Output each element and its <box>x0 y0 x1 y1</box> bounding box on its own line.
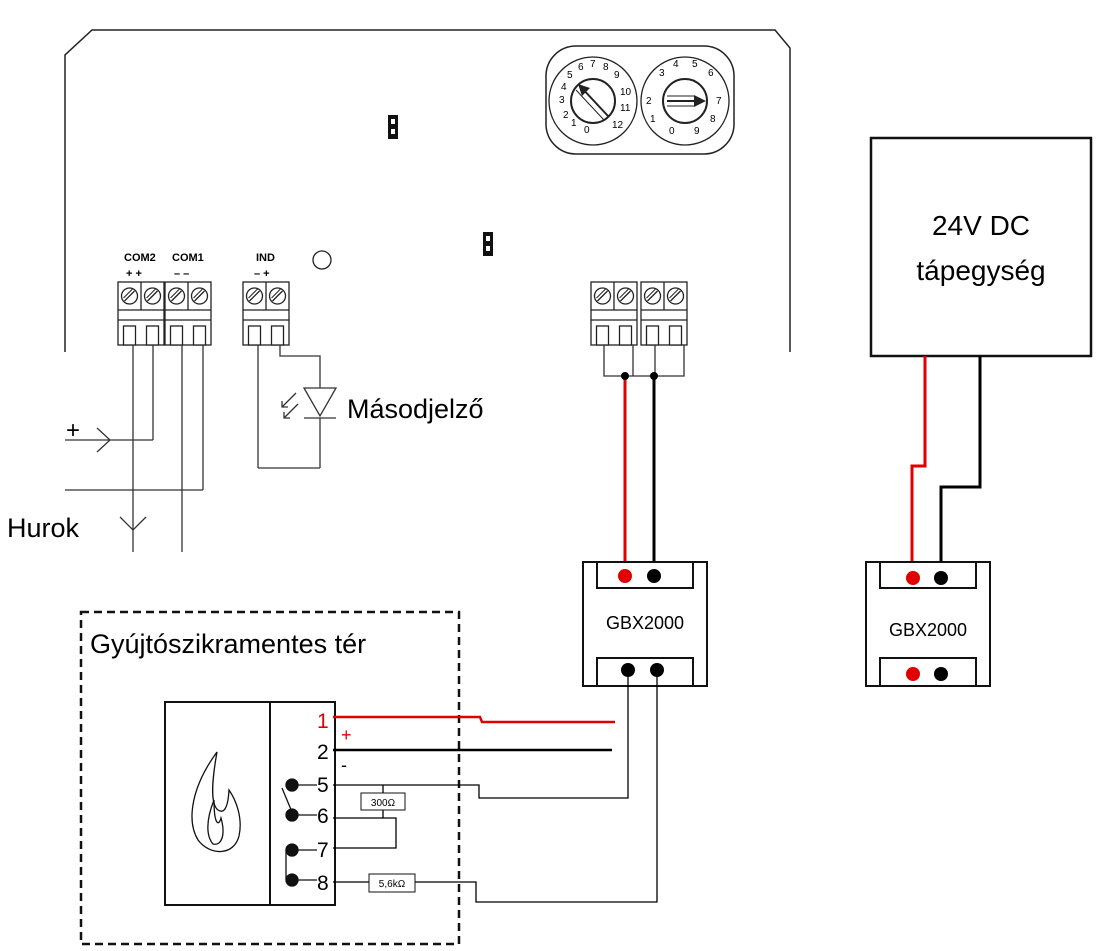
left-dial-6: 6 <box>578 62 584 73</box>
com1-polarity: – – <box>174 268 189 280</box>
resistor-300 <box>360 792 406 811</box>
terminal-1-label: 1 <box>317 710 329 733</box>
right-dial-9: 9 <box>694 126 700 137</box>
positive-wire <box>333 715 615 724</box>
terminal-slot <box>595 325 610 346</box>
terminal-8-wire <box>415 677 658 903</box>
terminal-7-label: 7 <box>317 839 329 862</box>
safe-zone-label: Gyújtószikramentes tér <box>90 629 366 659</box>
terminal-slot <box>192 325 207 346</box>
terminal-slot <box>145 325 160 346</box>
panel-supply-output-wiring <box>603 345 685 377</box>
left-dial-9: 9 <box>614 70 620 81</box>
terminal-block-ind <box>242 281 290 346</box>
resistor-300-wire <box>333 810 397 849</box>
right-dial-6: 6 <box>708 68 714 79</box>
junction-dot <box>621 372 629 380</box>
terminal-2-minus: - <box>341 755 347 775</box>
terminal-block-out1 <box>590 281 638 346</box>
flame-icon <box>191 751 241 853</box>
power-supply-label-line2: tápegység <box>916 255 1045 286</box>
jumper-top <box>388 115 398 139</box>
ind-label: IND <box>256 252 275 264</box>
terminal-block-com2 <box>117 281 165 346</box>
terminal-5-label: 5 <box>317 774 329 797</box>
terminal-block-com1 <box>164 281 212 346</box>
flame-detector <box>164 701 336 906</box>
left-dial-12: 12 <box>612 120 624 131</box>
resistor-5k6 <box>368 873 416 893</box>
terminal-slot <box>270 325 285 346</box>
loop-plus-label: + <box>66 417 80 444</box>
power-supply-label-line1: 24V DC <box>932 210 1030 241</box>
terminal-blocks <box>117 281 688 346</box>
right-dial-8: 8 <box>710 114 716 125</box>
terminal-slot <box>169 325 184 346</box>
left-dial-2: 2 <box>563 110 569 121</box>
right-dial-2: 2 <box>646 96 652 107</box>
barrier-right <box>865 561 991 687</box>
com1-label: COM1 <box>172 252 204 264</box>
led-diode-icon <box>281 387 338 419</box>
terminal-slot <box>618 325 633 346</box>
negative-wire <box>939 356 982 578</box>
relay-contacts <box>281 778 317 887</box>
terminal-slot <box>247 325 262 346</box>
terminal-2-label: 2 <box>317 741 329 764</box>
jumper-middle <box>483 232 493 256</box>
left-dial-0: 0 <box>584 125 590 136</box>
com2-polarity: + + <box>126 268 142 280</box>
barrier-left <box>582 561 708 687</box>
power-supply-box <box>869 136 1093 358</box>
left-dial-4: 4 <box>561 82 567 93</box>
left-dial-11: 11 <box>620 103 631 114</box>
barrier-left-label: GBX2000 <box>606 613 684 633</box>
terminal-5-wire <box>333 677 629 799</box>
terminal-8-label: 8 <box>317 872 329 895</box>
left-dial-3: 3 <box>559 95 565 106</box>
ind-polarity: – + <box>254 268 270 280</box>
loop-label: Hurok <box>7 513 80 543</box>
loop-wiring <box>65 345 204 552</box>
right-dial-5: 5 <box>692 59 698 70</box>
left-dial-7: 7 <box>590 59 596 70</box>
terminal-6-label: 6 <box>317 805 329 828</box>
secondary-indicator-wiring <box>257 345 321 469</box>
resistor-300-label: 300Ω <box>371 798 396 809</box>
indicator-led <box>312 250 332 270</box>
right-dial-0: 0 <box>669 126 675 137</box>
left-dial-5: 5 <box>567 70 573 81</box>
terminal-slot <box>645 325 660 346</box>
terminal-1-plus: + <box>341 725 352 745</box>
resistor-5k6-label: 5,6kΩ <box>379 879 406 890</box>
control-panel <box>64 29 791 352</box>
address-dials: 0 1 2 3 4 5 6 7 8 9 10 11 12 0 1 2 3 4 5… <box>545 45 735 155</box>
secondary-indicator-label: Másodjelző <box>347 394 484 424</box>
com2-label: COM2 <box>124 252 156 264</box>
right-dial-7: 7 <box>716 96 722 107</box>
left-dial-8: 8 <box>603 62 609 73</box>
terminal-slot <box>122 325 137 346</box>
right-dial-3: 3 <box>659 68 665 79</box>
barrier-right-label: GBX2000 <box>889 620 967 640</box>
left-dial-10: 10 <box>620 87 632 98</box>
terminal-block-out2 <box>640 281 688 346</box>
positive-wire <box>910 356 927 578</box>
junction-dot <box>650 372 658 380</box>
right-dial-4: 4 <box>673 59 679 70</box>
right-dial-1: 1 <box>650 114 656 125</box>
left-dial-1: 1 <box>571 118 577 129</box>
terminal-slot <box>668 325 683 346</box>
safe-zone-boundary <box>79 610 461 946</box>
